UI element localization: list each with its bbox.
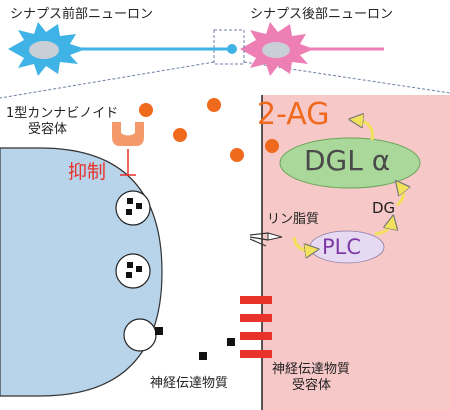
presynaptic-neuron-label: シナプス前部ニューロン: [10, 7, 154, 22]
two-ag-label: 2-AG: [257, 97, 330, 132]
phospholipid-label: リン脂質: [267, 212, 320, 227]
inhibition-label: 抑制: [68, 161, 107, 183]
arrow-dgl-to-2ag: [356, 120, 374, 141]
cb1-receptor-label-line1: 1型カンナビノイド: [6, 106, 119, 121]
cb1-receptor-label-line2: 受容体: [28, 122, 68, 137]
postsynaptic-neuron-label: シナプス後部ニューロン: [250, 7, 394, 22]
vesicle-1: [115, 190, 151, 226]
neurotransmitter-molecule: [199, 352, 207, 360]
neurotransmitter-molecule: [227, 338, 235, 346]
arrow-dg-to-dgl: [397, 186, 403, 207]
zoom-line-left: [0, 61, 215, 99]
nt-receptor: [240, 296, 272, 358]
vesicle-2: [115, 253, 151, 289]
axon-terminal: [227, 44, 237, 54]
zoom-box: [213, 29, 245, 65]
phospholipid-icon: [249, 232, 283, 247]
vesicle-3: [123, 318, 157, 352]
arrow-plc-to-dg: [374, 222, 392, 236]
two-ag-molecule: [139, 103, 153, 117]
dgl-alpha-ellipse: [279, 137, 421, 189]
arrow-lipid-to-plc: [292, 236, 312, 250]
two-ag-molecule: [207, 98, 221, 112]
nt-receptor-label-line2: 受容体: [292, 378, 332, 393]
postsynaptic-nucleus: [262, 42, 290, 58]
dgl-alpha-label: DGL α: [304, 144, 391, 177]
two-ag-molecule: [173, 128, 187, 142]
nt-receptor-label-line1: 神経伝達物質: [272, 362, 351, 377]
presynaptic-neuron: [8, 22, 237, 76]
two-ag-molecule: [265, 139, 279, 153]
two-ag-molecule: [230, 148, 244, 162]
postsynaptic-neuron: [240, 22, 384, 76]
presynaptic-nucleus: [29, 41, 59, 59]
plc-label: PLC: [322, 235, 362, 259]
neurotransmitter-label: 神経伝達物質: [150, 376, 229, 391]
dg-label: DG: [372, 199, 396, 217]
neurotransmitter-molecule: [155, 327, 163, 335]
